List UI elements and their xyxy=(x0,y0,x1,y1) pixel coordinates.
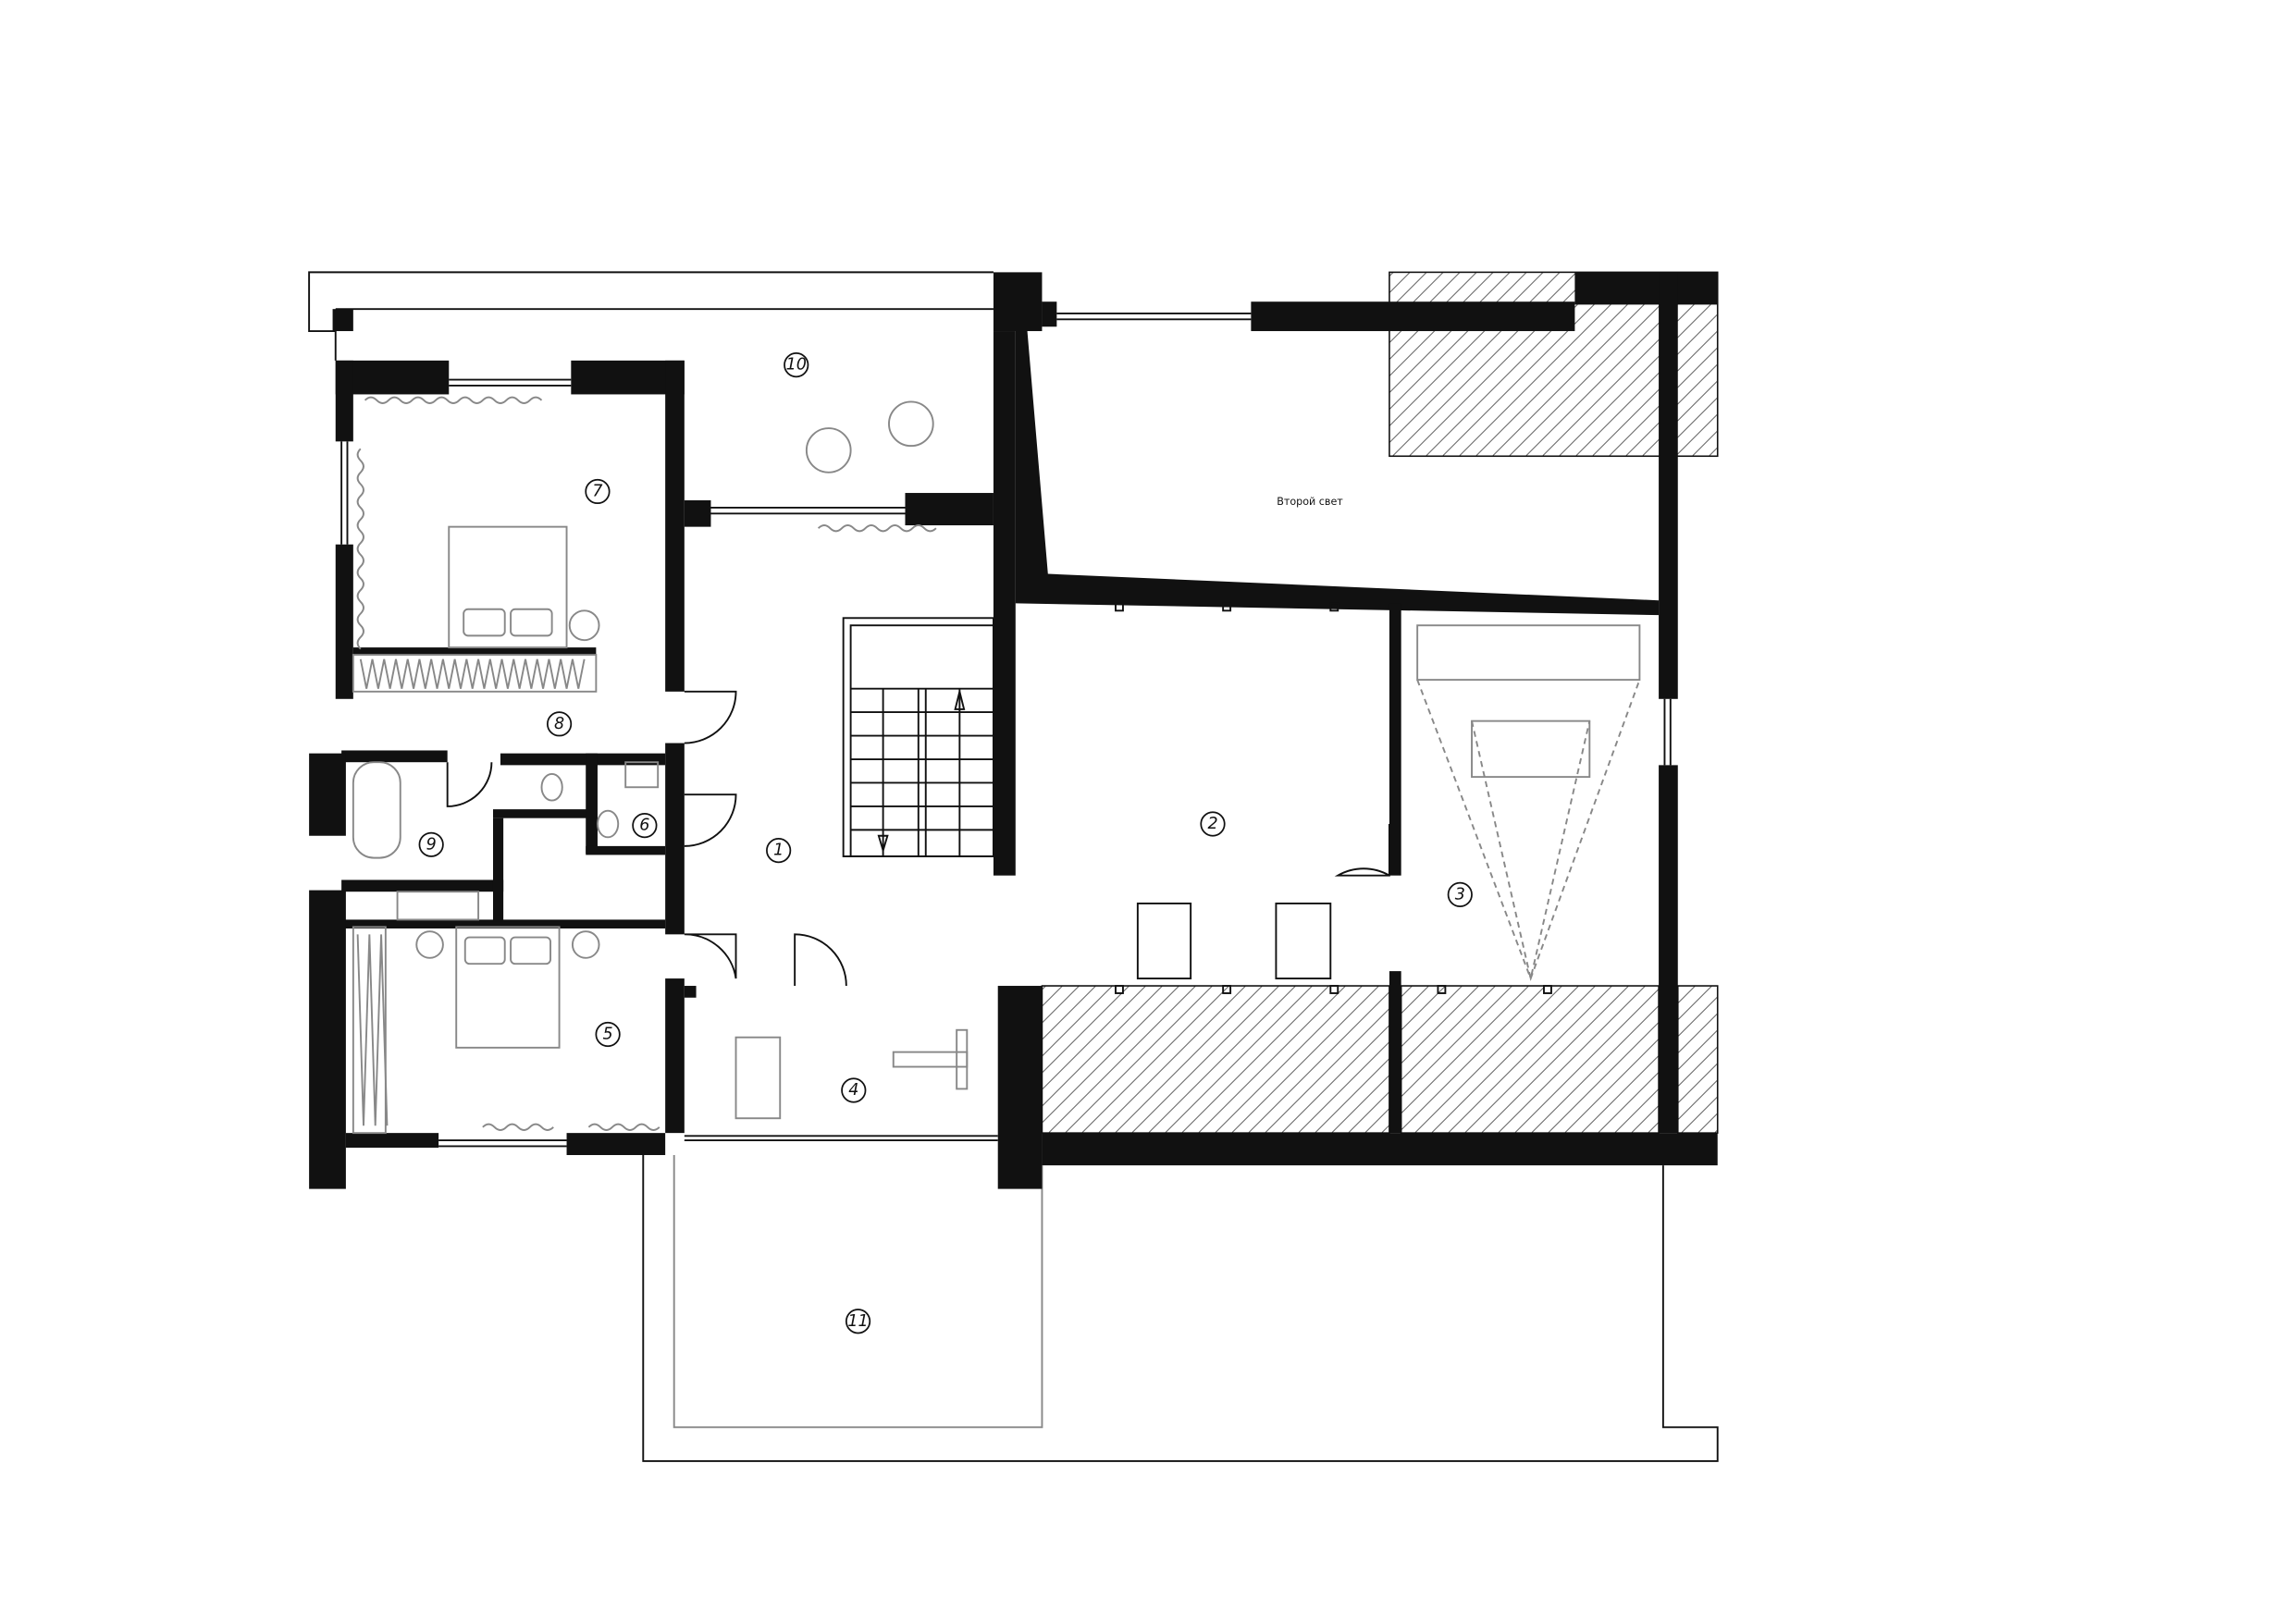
svg-text:7: 7 xyxy=(592,482,602,500)
room-label-6: 6 xyxy=(632,813,658,839)
svg-text:8: 8 xyxy=(554,715,564,733)
room-label-10: 10 xyxy=(784,352,809,378)
svg-text:9: 9 xyxy=(426,835,437,854)
room-label-1: 1 xyxy=(766,838,792,864)
furniture xyxy=(352,400,1641,1135)
room-label-7: 7 xyxy=(585,478,611,505)
hatched-areas xyxy=(1041,271,1719,1134)
room-label-3: 3 xyxy=(1447,881,1473,907)
svg-text:11: 11 xyxy=(847,1312,868,1331)
curtains xyxy=(356,396,937,1131)
wall-fixtures xyxy=(1115,602,1552,994)
second-light-note: Второй свет xyxy=(1277,496,1343,508)
svg-text:1: 1 xyxy=(773,842,784,860)
room-label-2: 2 xyxy=(1200,811,1226,837)
room-label-5: 5 xyxy=(595,1021,621,1048)
svg-text:2: 2 xyxy=(1207,815,1217,833)
room-label-8: 8 xyxy=(546,711,573,737)
svg-text:5: 5 xyxy=(603,1026,613,1044)
svg-text:10: 10 xyxy=(786,356,807,375)
walls xyxy=(309,272,1718,1189)
terrace-top xyxy=(308,271,994,361)
terrace-bottom xyxy=(642,1155,1719,1462)
room-label-9: 9 xyxy=(418,831,444,857)
svg-text:4: 4 xyxy=(848,1081,858,1100)
room-label-11: 11 xyxy=(845,1309,871,1334)
windows xyxy=(340,312,1672,1148)
desks xyxy=(1136,902,1332,980)
doors xyxy=(446,690,1390,987)
staircase xyxy=(842,617,994,857)
svg-text:3: 3 xyxy=(1455,885,1465,904)
room-label-4: 4 xyxy=(841,1077,867,1103)
svg-text:6: 6 xyxy=(639,817,649,835)
